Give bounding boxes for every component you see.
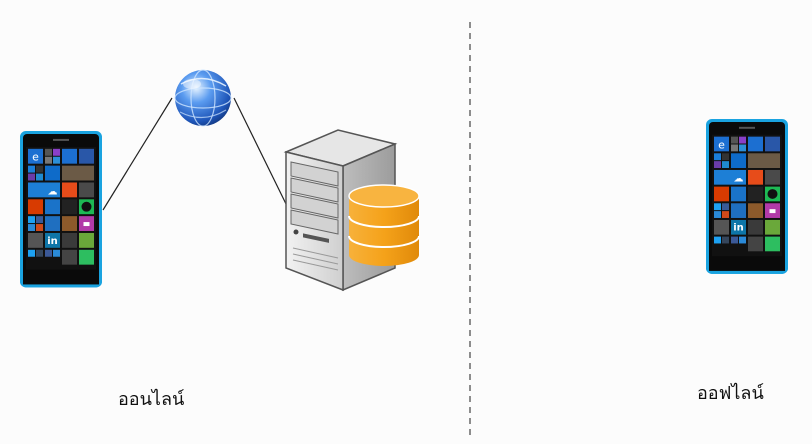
link-phone-to-globe [102,97,173,211]
smartphone-offline-icon [706,119,788,274]
database-icon [348,184,420,266]
globe-icon [174,69,232,127]
offline-label: ออฟไลน์ [697,383,764,404]
online-label: ออนไลน์ [118,389,185,410]
link-globe-to-server [233,97,289,209]
smartphone-online-icon [20,131,102,288]
